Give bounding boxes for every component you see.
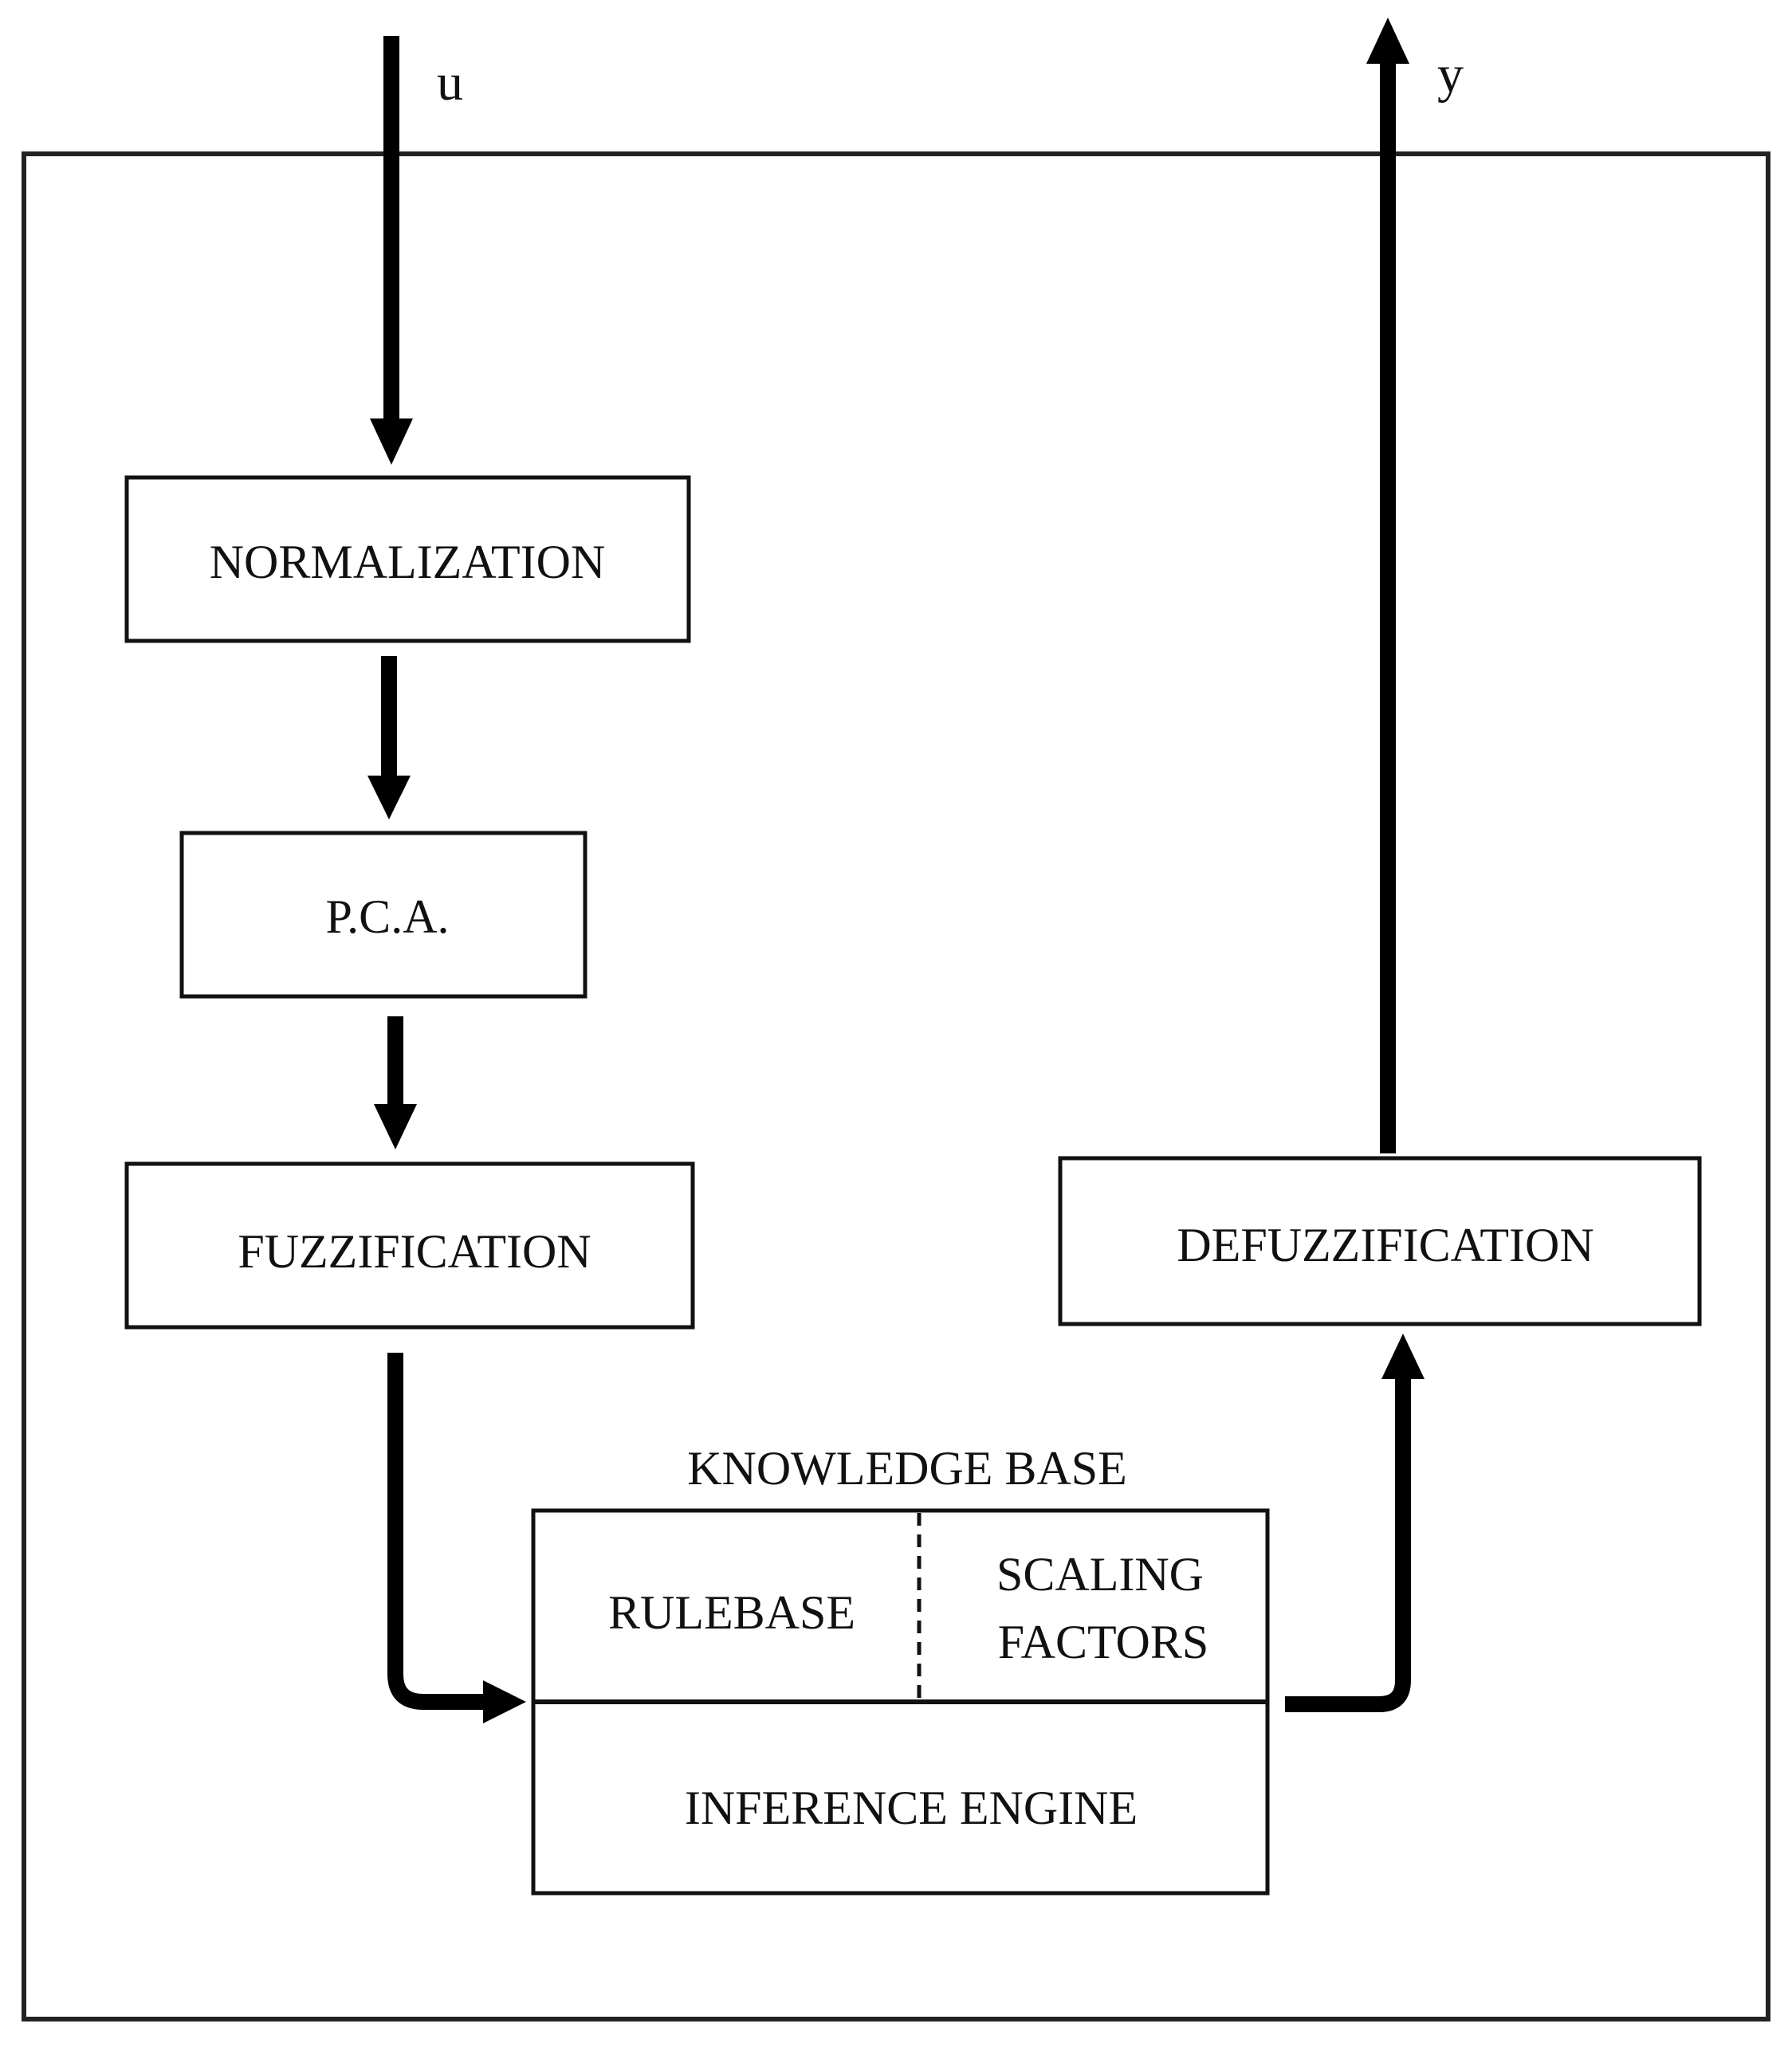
- arrow-inference-to-defuzzification: [1285, 1334, 1425, 1712]
- normalization-label: NORMALIZATION: [210, 536, 606, 588]
- arrow-fuzzification-to-inference: [387, 1353, 526, 1723]
- fuzzification-block: FUZZIFICATION: [124, 1161, 695, 1330]
- system-boundary: [22, 151, 1770, 2021]
- defuzzification-block: DEFUZZIFICATION: [1058, 1156, 1702, 1326]
- pca-block: P.C.A.: [179, 831, 588, 999]
- output-label: y: [1437, 45, 1464, 104]
- fuzzification-label: FUZZIFICATION: [238, 1225, 591, 1278]
- normalization-block: NORMALIZATION: [124, 475, 691, 643]
- input-arrow: [370, 36, 413, 465]
- arrow-pca-to-fuzzification: [374, 1016, 417, 1149]
- input-label: u: [437, 53, 463, 112]
- knowledge-base-title: KNOWLEDGE BASE: [687, 1442, 1127, 1495]
- knowledge-base-block: RULEBASE SCALING FACTORS INFERENCE ENGIN…: [531, 1508, 1270, 1896]
- defuzzification-label: DEFUZZIFICATION: [1177, 1219, 1594, 1271]
- arrow-normalization-to-pca: [367, 656, 411, 819]
- rulebase-label: RULEBASE: [608, 1586, 855, 1639]
- scaling-factors-label-line1: SCALING: [996, 1548, 1204, 1601]
- pca-label: P.C.A.: [325, 890, 449, 943]
- inference-engine-label: INFERENCE ENGINE: [685, 1782, 1138, 1834]
- scaling-factors-label-line2: FACTORS: [998, 1616, 1209, 1668]
- output-arrow: [1366, 18, 1409, 1153]
